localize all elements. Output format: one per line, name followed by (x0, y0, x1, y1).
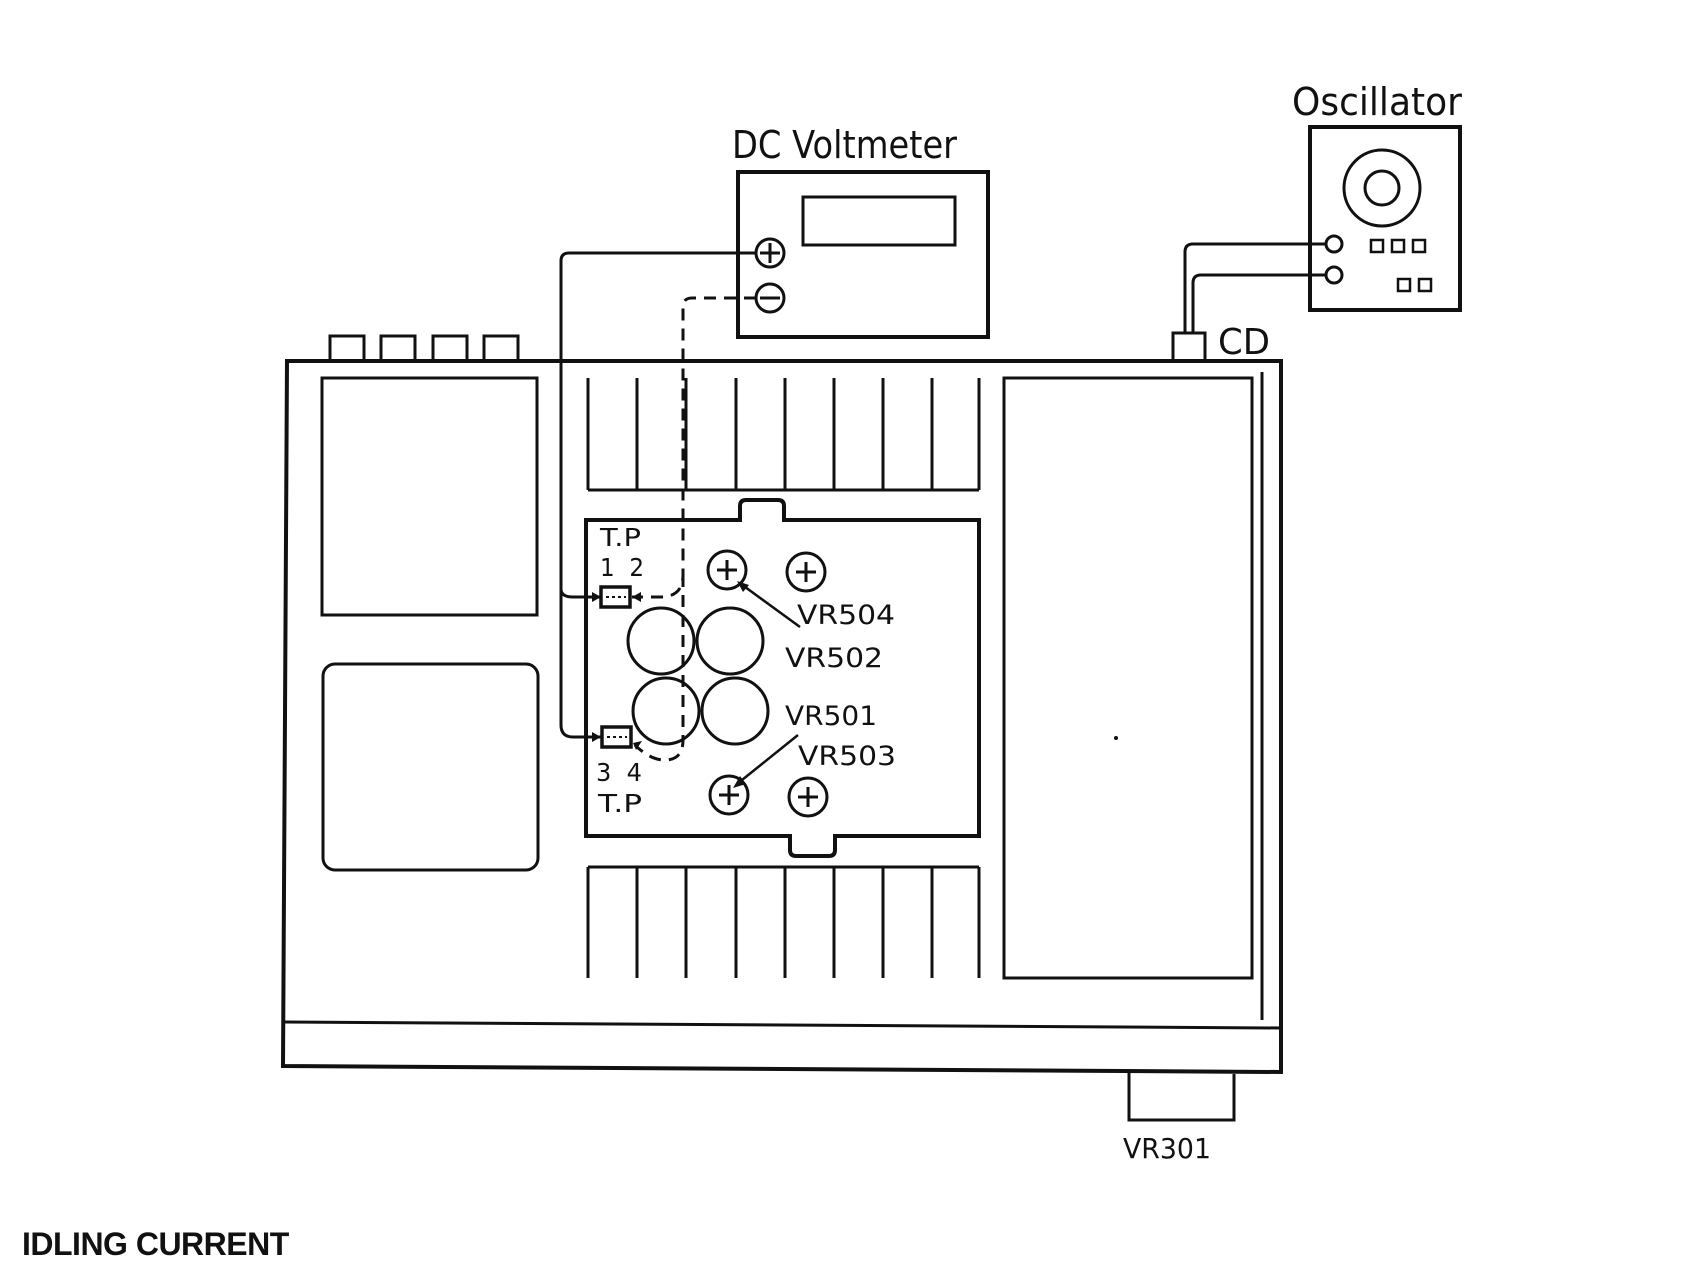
vr-bottom-left (708, 774, 750, 816)
oscillator-body (1308, 125, 1462, 312)
cd-input-jack (1171, 331, 1207, 363)
chassis (280, 331, 1283, 1122)
oscillator-output-jack (1324, 265, 1344, 285)
tp-bottom-pins: 3 4 (596, 758, 642, 787)
tp-bottom-label: T.P (597, 789, 642, 818)
rear-terminals (328, 334, 520, 363)
test-point-1-2 (599, 585, 632, 609)
left-compartments (320, 376, 540, 872)
diagram-caption: IDLING CURRENT (22, 1226, 289, 1262)
vr301-knob (1127, 1070, 1236, 1122)
vr-top-right (785, 551, 827, 593)
oscillator-output-jack (1324, 234, 1344, 254)
cd-label: CD (1218, 322, 1270, 363)
test-point-3-4 (600, 725, 633, 749)
stray-dot (1114, 736, 1118, 740)
oscillator-dial (1342, 148, 1422, 228)
vr503-label: VR503 (798, 741, 896, 772)
lower-heatsink (586, 865, 981, 978)
vr502-label: VR502 (785, 643, 883, 674)
vr-pointers (733, 581, 801, 788)
vr-top-left (706, 549, 748, 591)
vr501-label: VR501 (785, 701, 877, 732)
negative-probe-lead (632, 296, 756, 599)
vr504-label: VR504 (797, 600, 895, 631)
vr301-label: VR301 (1123, 1132, 1211, 1165)
dc-voltmeter: DC Voltmeter (732, 123, 990, 339)
oscillator: Oscillator (1292, 80, 1462, 312)
vr-bottom-right (787, 776, 829, 818)
positive-probe-lead (559, 251, 756, 739)
oscillator-label: Oscillator (1292, 80, 1462, 124)
upper-heatsink (586, 378, 981, 492)
tp-top-label: T.P (599, 523, 641, 552)
oscillator-buttons (1369, 238, 1433, 293)
power-transistors (626, 606, 770, 746)
right-compartment (1002, 376, 1254, 980)
dc-voltmeter-display (801, 195, 957, 247)
tp-top-pins: 1 2 (600, 553, 644, 582)
dc-voltmeter-label: DC Voltmeter (732, 123, 957, 167)
oscillator-leads (1183, 242, 1326, 333)
amplifier-board (584, 498, 981, 858)
